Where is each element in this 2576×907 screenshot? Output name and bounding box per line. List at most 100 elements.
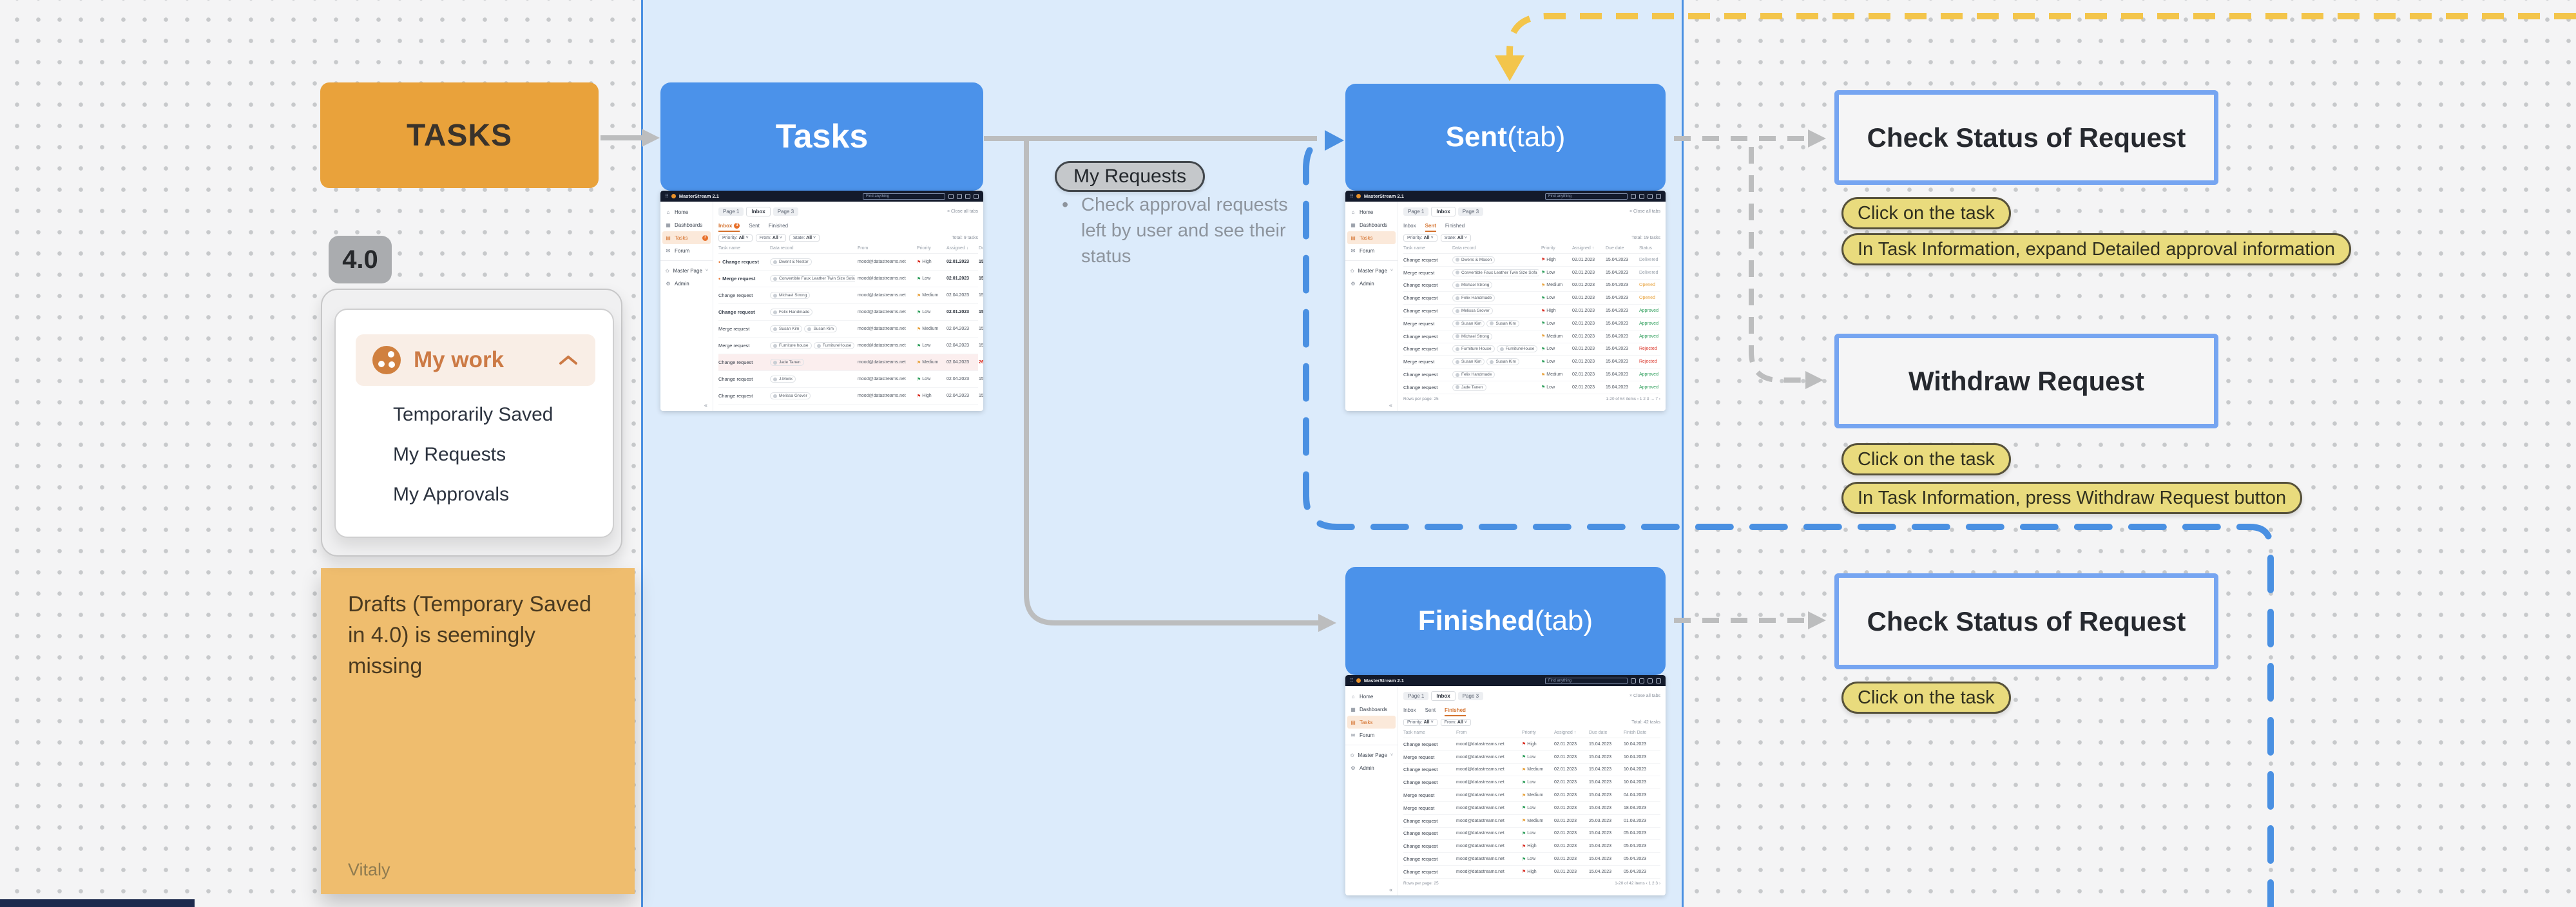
pill-expand-approval-info[interactable]: In Task Information, expand Detailed app… [1841,233,2352,265]
priority-label: Medium [922,293,939,298]
record-chip: Jade Tanen [1452,383,1486,391]
priority-cell: ⚑High [1522,741,1552,747]
chevron-down-icon: ˅ [1390,752,1393,758]
from-cell: mood@datastreams.net [1456,844,1504,849]
node-check-status-1[interactable]: Check Status of Request [1834,90,2218,185]
my-work-frame[interactable]: My work Temporarily Saved My Requests My… [321,289,622,557]
priority-cell: ⚑Low [1541,385,1570,390]
task-name-cell: Merge request [718,343,767,348]
pill-click-on-task-3[interactable]: Click on the task [1841,682,2011,714]
sidebar-item-dashboards: ▦Dashboards [1345,703,1398,716]
pill-label: Click on the task [1858,448,1995,470]
avatar [773,310,777,314]
due-date-cell: 25.03.2023 [1589,818,1612,823]
column-header: Task name [718,246,740,251]
node-sent[interactable]: Sent (tab) [1345,84,1666,191]
forum-icon: ✉ [1350,732,1356,738]
record-chip: Susan Kim [1486,320,1519,327]
filter-row: Priority: All ˅From: All ˅Total: 42 task… [1403,716,1660,728]
gray-arrowhead-icon [642,129,660,147]
priority-label: Medium [1546,334,1563,339]
assigned-date-cell: 02.01.2023 [1554,818,1577,823]
priority-label: Medium [1546,283,1563,288]
sidebar-item-label: Tasks [1360,234,1373,241]
total-tasks-label: Total: 42 tasks [1631,720,1660,725]
record-chip: Susan Kim [1452,320,1485,327]
flag-icon: ⚑ [1522,767,1526,772]
version-badge[interactable]: 4.0 [329,236,392,283]
flag-icon: ⚑ [1522,755,1526,760]
node-check-status-2[interactable]: Check Status of Request [1834,573,2218,669]
my-requests-pill[interactable]: My Requests [1055,161,1206,192]
priority-cell: ⚑Low [917,276,944,282]
node-check-status-2-label: Check Status of Request [1867,606,2186,636]
node-tasks[interactable]: Tasks [660,82,983,191]
flag-icon: ⚑ [1522,844,1526,849]
due-date-cell: 15.04.2023 [979,377,983,381]
app-logo-icon [671,194,676,198]
record-chip-label: Michael Strong [1461,334,1490,339]
apps-icon [1648,193,1653,199]
home-icon: ⌂ [666,209,670,215]
record-chip: Susan Kim [770,325,803,332]
node-withdraw-request[interactable]: Withdraw Request [1834,334,2218,428]
pill-click-on-task-1[interactable]: Click on the task [1841,197,2011,229]
assigned-date-cell: 02.01.2023 [1554,793,1577,798]
my-work-header[interactable]: My work [356,334,595,386]
sidebar-item-label: Tasks [675,234,688,241]
priority-label: Medium [922,360,939,365]
data-record-cell: Michael Strong [1452,332,1539,340]
task-name: Change request [1403,843,1438,850]
filter-label: Priority: [1407,720,1424,725]
data-record-cell: Convertible Faux Leather Twin Size Sofa+… [1452,269,1539,276]
app-logo-text: MasterStream 2.1 [1363,678,1404,683]
finish-date-cell: 10.04.2023 [1624,780,1647,785]
menu-item-temporarily-saved[interactable]: Temporarily Saved [393,404,553,425]
flag-icon: ⚑ [1541,283,1546,288]
pill-click-on-task-2[interactable]: Click on the task [1841,443,2011,475]
menu-item-my-requests[interactable]: My Requests [393,444,506,465]
task-name-cell: Merge request [1403,792,1454,798]
menu-item-my-approvals[interactable]: My Approvals [393,484,510,505]
priority-cell: ⚑Medium [1541,283,1570,288]
task-name-cell: Change request [718,376,767,382]
node-tasks-start[interactable]: TASKS [320,82,599,188]
bullet-icon: • [1062,195,1069,215]
due-date-cell: 15.04.2023 [1606,372,1629,377]
chevron-up-icon[interactable] [558,354,579,367]
assigned-date-cell: 02.01.2023 [1554,831,1577,836]
record-chip-label: Convertible Faux Leather Twin Size Sofa [1461,270,1537,275]
close-all-tabs-link: × Close all tabs [1629,693,1660,698]
from-cell: mood@datastreams.net [1456,805,1504,810]
my-work-card: My work Temporarily Saved My Requests My… [334,309,614,538]
node-finished[interactable]: Finished (tab) [1345,567,1666,675]
finish-date-cell: 10.04.2023 [1624,754,1647,759]
flag-icon: ⚑ [1541,334,1546,339]
avatar [773,394,777,398]
bell-icon [948,193,954,199]
sidebar-item-dashboards: ▦Dashboards [660,218,713,231]
version-badge-label: 4.0 [342,245,378,274]
chevron-down-icon: ˅ [705,268,708,273]
priority-cell: ⚑Low [1541,347,1570,352]
task-name: Change request [1403,295,1438,301]
filter-chip: Priority: All ˅ [1403,718,1437,726]
filter-chip: Priority: All ˅ [1403,234,1437,242]
priority-label: Low [1546,321,1555,326]
star-icon: ✩ [1350,267,1355,274]
sticky-note[interactable]: Drafts (Temporary Saved in 4.0) is seemi… [321,568,635,894]
sidebar-item-home: ⌂Home [1345,690,1398,703]
record-chip-label: FurnitureHouse [822,343,852,348]
record-chip-label: Susan Kim [1495,359,1516,365]
pill-press-withdraw-button[interactable]: In Task Information, press Withdraw Requ… [1841,482,2303,514]
